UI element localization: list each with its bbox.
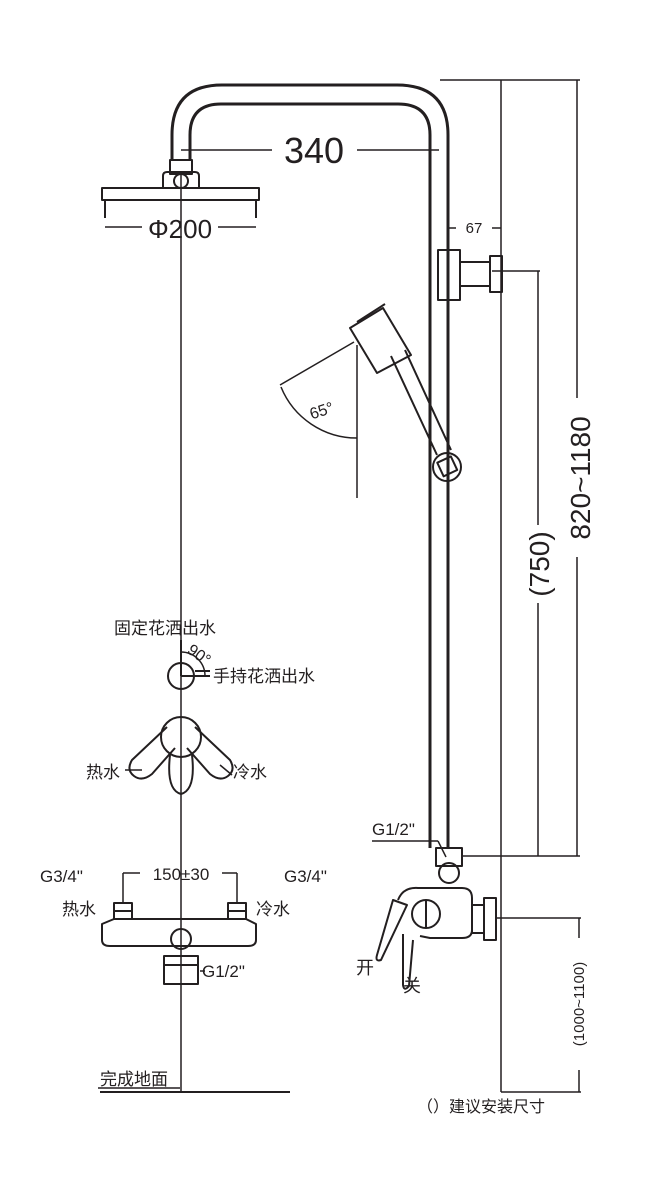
tilt-angle-label: 65° [308,400,336,424]
diverter-knob[interactable] [167,640,210,690]
rail-height-dimension [462,270,580,857]
thread-g12-side-label: G1/2" [372,820,415,839]
handheld-outlet-label: 手持花洒出水 [213,667,315,687]
overhead-arm [170,83,450,250]
side-mixer-body [397,886,497,941]
close-label: 关 [403,976,421,997]
rail-height-label: (750) [524,531,555,596]
leader-lines [98,764,447,1089]
open-label: 开 [356,958,374,979]
inlet-spacing-dimension [122,872,238,903]
lower-rail-fitting [435,847,463,884]
front-mixer-outlet [163,955,199,985]
cold-water-label: 冷水 [256,900,290,920]
thread-g34-left-label: G3/4" [40,867,83,886]
hand-shower [349,303,462,482]
inlet-spacing-label: 150±30 [153,865,210,884]
wall-offset-label: 67 [466,220,483,237]
hot-water-label: 热水 [62,900,96,920]
arm-span-label: 340 [284,130,344,171]
thread-g12-bottom-label: G1/2" [202,962,245,981]
thread-g34-right-label: G3/4" [284,867,327,886]
fixed-head-outlet-label: 固定花洒出水 [114,619,216,639]
head-diameter-label: Φ200 [148,214,212,244]
tilt-angle-marker [279,341,358,498]
finished-floor-label: 完成地面 [100,1070,168,1090]
cold-water-top-label: 冷水 [233,763,267,783]
installation-note: （）建议安装尺寸 [417,1097,545,1116]
upper-wall-bracket [437,249,503,301]
slide-rail [428,250,450,848]
mixer-lever-top-view[interactable] [128,716,234,795]
hot-water-top-label: 热水 [86,763,120,783]
mixer-height-dimension [496,917,581,1093]
total-height-dimension [440,79,580,856]
shower-head [101,159,260,218]
front-mixer-body [101,902,257,950]
total-height-label: 820~1180 [565,416,596,539]
side-mixer-lever[interactable] [375,899,414,990]
mixer-height-label: (1000~1100) [571,962,588,1046]
